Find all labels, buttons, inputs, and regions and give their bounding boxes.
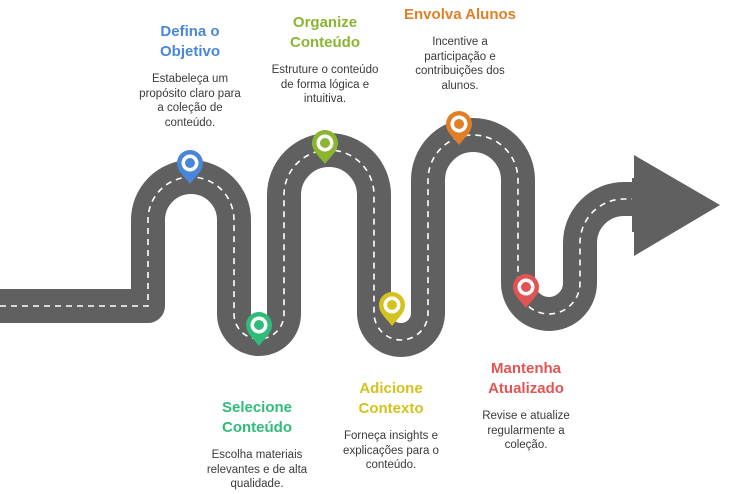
step-title: Selecione Conteúdo <box>221 399 293 436</box>
step-marker <box>312 130 338 164</box>
step-add-context: Adicione Contexto Forneça insights e exp… <box>321 379 461 473</box>
step-description: Estabeleça um propósito claro para a col… <box>139 73 241 129</box>
step-title: Defina o Objetivo <box>159 23 220 60</box>
step-description: Incentive a participação e contribuições… <box>415 36 505 92</box>
step-define-objective: Defina o Objetivo Estabeleça um propósit… <box>120 22 260 130</box>
step-title: Organize Conteúdo <box>290 14 360 51</box>
arrow-head <box>632 155 720 256</box>
step-title: Envolva Alunos <box>404 6 516 23</box>
step-marker <box>513 274 539 308</box>
road-path <box>0 118 641 357</box>
step-marker <box>379 292 405 326</box>
step-marker <box>177 150 203 184</box>
step-description: Estruture o conteúdo de forma lógica e i… <box>271 64 379 105</box>
step-description: Revise e atualize regularmente a coleção… <box>482 410 570 451</box>
step-select-content: Selecione Conteúdo Escolha materiais rel… <box>187 398 327 492</box>
step-engage-students: Envolva Alunos Incentive a participação … <box>385 5 535 93</box>
step-title: Adicione Contexto <box>358 380 424 417</box>
step-marker <box>246 312 272 346</box>
step-title: Mantenha Atualizado <box>488 360 564 397</box>
step-keep-updated: Mantenha Atualizado Revise e atualize re… <box>456 359 596 453</box>
step-organize-content: Organize Conteúdo Estruture o conteúdo d… <box>255 13 395 107</box>
step-marker <box>446 111 472 145</box>
step-description: Escolha materiais relevantes e de alta q… <box>206 449 308 490</box>
step-description: Forneça insights e explicações para o co… <box>343 430 439 471</box>
